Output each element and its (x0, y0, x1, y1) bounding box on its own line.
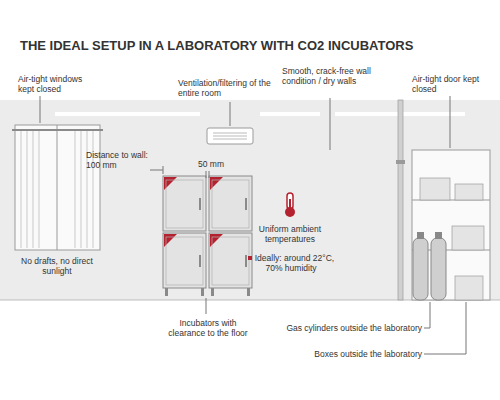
callout-label: Distance to wall: 100 mm (86, 150, 150, 170)
title: THE IDEAL SETUP IN A LABORATORY WITH CO2… (20, 38, 413, 53)
callout-label: Ventilation/filtering of the entire room (178, 78, 282, 98)
callout-label: No drafts, no direct sunlight (16, 256, 98, 276)
callout-label: 50 mm (190, 159, 232, 169)
bullet (248, 256, 252, 260)
callout-label: Air-tight door kept closed (412, 74, 492, 94)
callout-label: Air-tight windows kept closed (18, 74, 98, 94)
callout-label: Boxes outside the laboratory (276, 349, 422, 359)
callout-label: Uniform ambient temperatures (252, 224, 328, 244)
callout-label: Gas cylinders outside the laboratory (276, 323, 422, 333)
callout-label: Smooth, crack-free wall condition / dry … (282, 66, 394, 86)
callout-label: Incubators with clearance to the floor (160, 318, 256, 338)
callout-label: Ideally: around 22°C, 70% humidity (246, 253, 336, 273)
